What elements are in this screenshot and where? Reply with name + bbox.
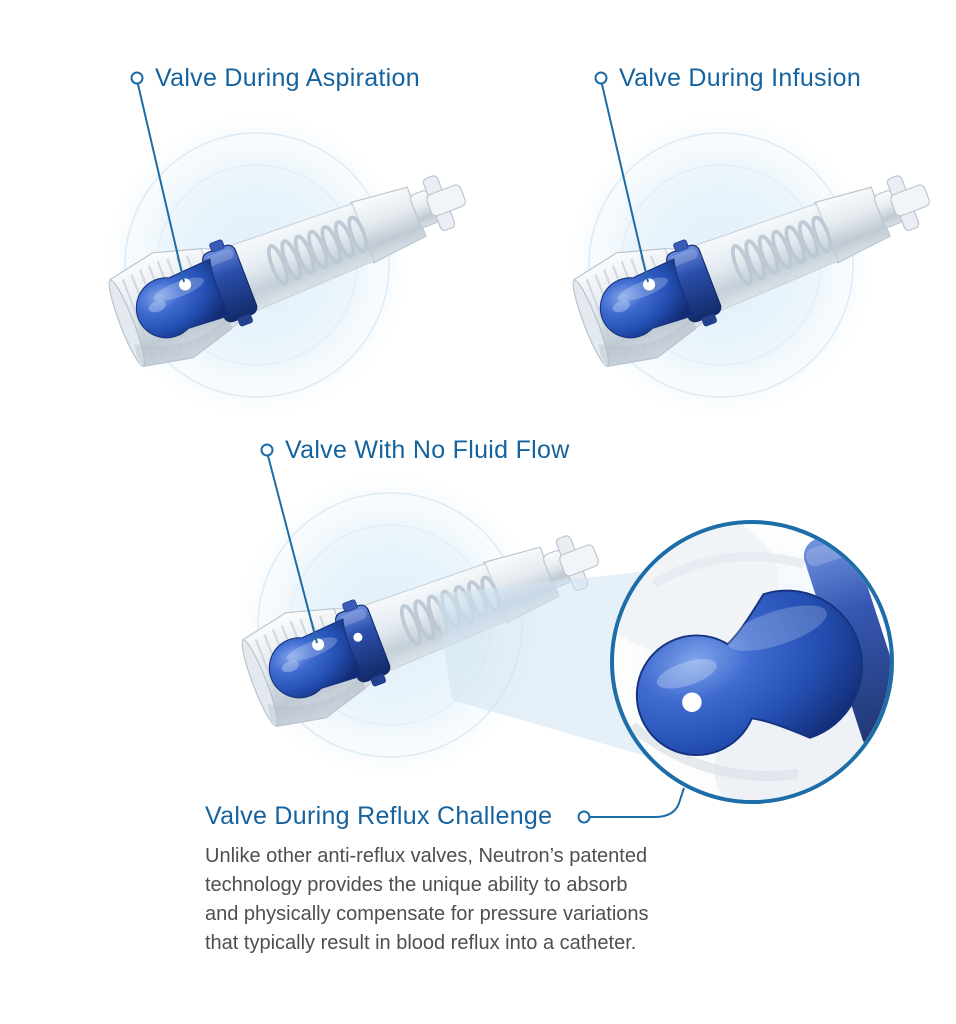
label-reflux-challenge: Valve During Reflux Challenge	[205, 802, 553, 830]
description-line: technology provides the unique ability t…	[205, 874, 628, 896]
label-aspiration: Valve During Aspiration	[155, 64, 420, 92]
reflux-inset-circle	[610, 520, 894, 804]
label-infusion: Valve During Infusion	[619, 64, 862, 92]
description-line: that typically result in blood reflux in…	[205, 932, 637, 954]
highlight-dot	[682, 692, 702, 712]
highlight-dot-secondary	[353, 632, 363, 642]
label-no-fluid-flow: Valve With No Fluid Flow	[285, 436, 570, 464]
description-line: and physically compensate for pressure v…	[205, 903, 649, 925]
reflux-valve-zoom	[614, 524, 890, 800]
valve-illustration-no-fluid-flow	[231, 467, 613, 783]
description-text: Unlike other anti-reflux valves, Neutron…	[205, 842, 705, 958]
leader-dot-infusion	[594, 71, 608, 85]
leader-dot-no-fluid-flow	[260, 443, 274, 457]
valve-illustration-infusion	[562, 107, 944, 423]
valve-illustration-aspiration	[98, 107, 480, 423]
leader-dot-reflux	[577, 810, 591, 824]
leader-dot-aspiration	[130, 71, 144, 85]
description-line: Unlike other anti-reflux valves, Neutron…	[205, 845, 648, 867]
